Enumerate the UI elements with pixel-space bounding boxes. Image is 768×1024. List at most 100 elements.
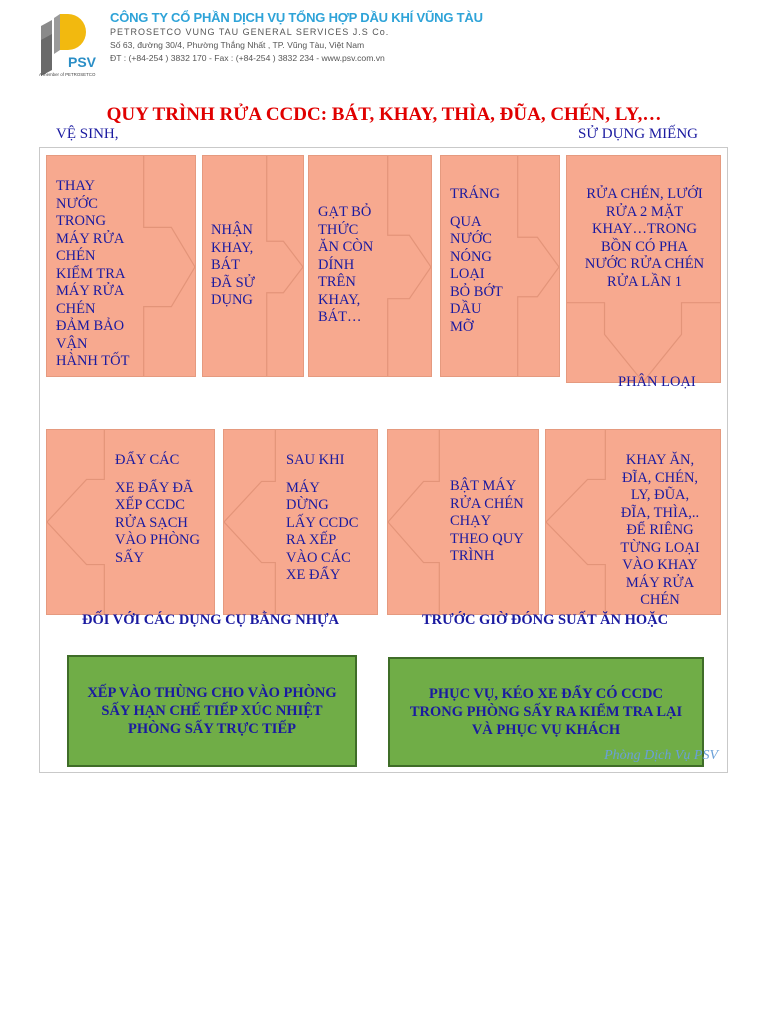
step-text-line: ĐĨA, THÌA,.. — [620, 504, 700, 521]
logo-text: PSV — [68, 54, 97, 70]
green-box-right: PHỤC VỤ, KÉO XE ĐẨY CÓ CCDC TRONG PHÒNG … — [388, 657, 704, 767]
green-box-left: XẾP VÀO THÙNG CHO VÀO PHÒNG SẤY HẠN CHẾ … — [67, 655, 357, 767]
step-text-line: VẬN — [56, 335, 88, 352]
step-text-line: NƯỚC RỬA CHÉN — [584, 256, 705, 272]
step-8-first-line: SAU KHI — [286, 452, 345, 468]
step-text-line: ĐÃ SỬ — [211, 274, 255, 291]
step-text-line: DẦU — [450, 301, 482, 317]
step-text-line: TRONG — [56, 213, 106, 229]
step-text-line: QUA — [450, 213, 482, 230]
step-text-line: KHAY…TRONG — [592, 221, 697, 237]
step-4-first-line: TRÁNG — [450, 186, 500, 202]
step-text-line: DỪNG — [286, 497, 329, 513]
logo-tagline: A member of PETROSETCO — [39, 72, 96, 77]
left-arrow-shape — [546, 430, 606, 614]
step-text-line: CHÉN — [640, 592, 680, 608]
down-arrow-shape — [567, 302, 720, 382]
classification-label: PHÂN LOẠI — [618, 374, 696, 390]
company-address: Số 63, đường 30/4, Phường Thắng Nhất , T… — [110, 40, 365, 50]
company-name-vn: CÔNG TY CỔ PHẦN DỊCH VỤ TỔNG HỢP DẦU KHÍ… — [110, 10, 483, 25]
step-text-line: VÀO KHAY — [622, 557, 698, 573]
step-text-line: KIỂM TRA — [56, 265, 126, 282]
diagram-frame — [39, 147, 728, 773]
before-meal-label: TRƯỚC GIỜ ĐÓNG SUẤT ĂN HOẶC — [422, 612, 669, 628]
step-text-line: RỬA 2 MẶT — [605, 203, 684, 220]
right-arrow-shape — [517, 156, 559, 376]
step-text-line: XE ĐẨY — [286, 567, 341, 583]
psv-logo: PSV A member of PETROSETCO — [39, 14, 97, 77]
step-text-line: CHÉN — [56, 300, 96, 317]
step-text-line: RỬA CHÉN, LƯỚI — [586, 186, 703, 202]
step-text-line: CHÉN — [56, 248, 96, 264]
step-text-line: NƯỚC — [450, 231, 492, 247]
step-text-line: GẠT BỎ — [318, 204, 372, 220]
step-text-line: RỬA LẦN 1 — [607, 273, 682, 290]
step-6-box: KHAY ĂN,ĐĨA, CHÉN,LY, ĐŨA,ĐĨA, THÌA,..ĐỂ… — [545, 429, 721, 615]
step-text-line: LẤY CCDC — [286, 514, 359, 531]
step-text-line: ĂN CÒN — [318, 239, 374, 255]
step-text-line: MÁY RỬA — [56, 230, 125, 247]
step-text-line: ĐĨA, CHÉN, — [621, 469, 699, 486]
step-text-line: MÁY RỬA — [56, 283, 125, 299]
step-9-first-line: ĐẨY CÁC — [115, 452, 180, 468]
step-text-line: MÁY — [286, 479, 320, 496]
footer-note: Phòng Dịch Vụ PSV — [604, 748, 718, 763]
step-text-line: BỒN CÓ PHA — [600, 238, 688, 255]
step-text-line: DỤNG — [211, 292, 253, 308]
step-text-line: ĐẢM BẢO — [56, 318, 125, 334]
step-text-line: KHAY, — [211, 239, 254, 256]
page-title: QUY TRÌNH RỬA CCDC: BÁT, KHAY, THÌA, ĐŨA… — [106, 104, 662, 125]
step-text-line: TỪNG LOẠI — [620, 539, 700, 556]
plastic-tools-label: ĐỐI VỚI CÁC DỤNG CỤ BẰNG NHỰA — [82, 612, 339, 628]
step-text-line: DÍNH — [318, 256, 355, 273]
green-box-left-text: XẾP VÀO THÙNG CHO VÀO PHÒNG SẤY HẠN CHẾ … — [87, 685, 337, 737]
step-text-line: RA XẾP — [286, 532, 337, 548]
step-text-line: KHAY, — [318, 291, 361, 308]
step-text-line: MỠ — [450, 318, 474, 335]
right-arrow-shape — [143, 156, 195, 376]
step-text-line: THEO QUY — [450, 530, 524, 547]
step-text-line: CHẠY — [450, 513, 492, 529]
step-text-line: BỎ BỚT — [450, 283, 503, 300]
step-text-line: KHAY ĂN, — [625, 452, 695, 468]
step-text-line: VÀO PHÒNG — [115, 532, 200, 548]
step-text-line: LY, ĐŨA, — [630, 487, 690, 503]
step-text-line: ĐỂ RIÊNG — [626, 522, 694, 538]
left-arrow-shape — [224, 430, 276, 614]
step-text-line: NƯỚC — [56, 195, 98, 212]
step-text-line: TRÊN — [318, 274, 356, 290]
step-6-text: KHAY ĂN,ĐĨA, CHÉN,LY, ĐŨA,ĐĨA, THÌA,..ĐỂ… — [598, 452, 720, 610]
step-text-line: BÁT — [211, 257, 240, 273]
step-text-line: THỨC — [318, 221, 359, 238]
step-text-line: NHẬN — [211, 222, 253, 238]
step-text-line: NÓNG — [450, 248, 492, 265]
step-text-line: MÁY RỬA — [625, 574, 695, 591]
company-name-en: PETROSETCO VUNG TAU GENERAL SERVICES J.S… — [110, 27, 390, 37]
right-arrow-shape — [387, 156, 431, 376]
step-text-line: XE ĐẨY ĐÃ — [115, 479, 194, 496]
right-arrow-shape — [266, 156, 303, 376]
step-text-line: BÁT… — [318, 309, 362, 325]
subtitle-left: VỆ SINH, — [56, 126, 119, 142]
step-text-line: BẬT MÁY — [450, 478, 517, 494]
step-text-line: TRÌNH — [450, 548, 495, 564]
subtitle-right: SỬ DỤNG MIẾNG — [578, 126, 698, 142]
step-text-line: THAY — [56, 178, 95, 194]
left-arrow-shape — [47, 430, 105, 614]
step-text-line: RỬA SẠCH — [115, 514, 188, 531]
